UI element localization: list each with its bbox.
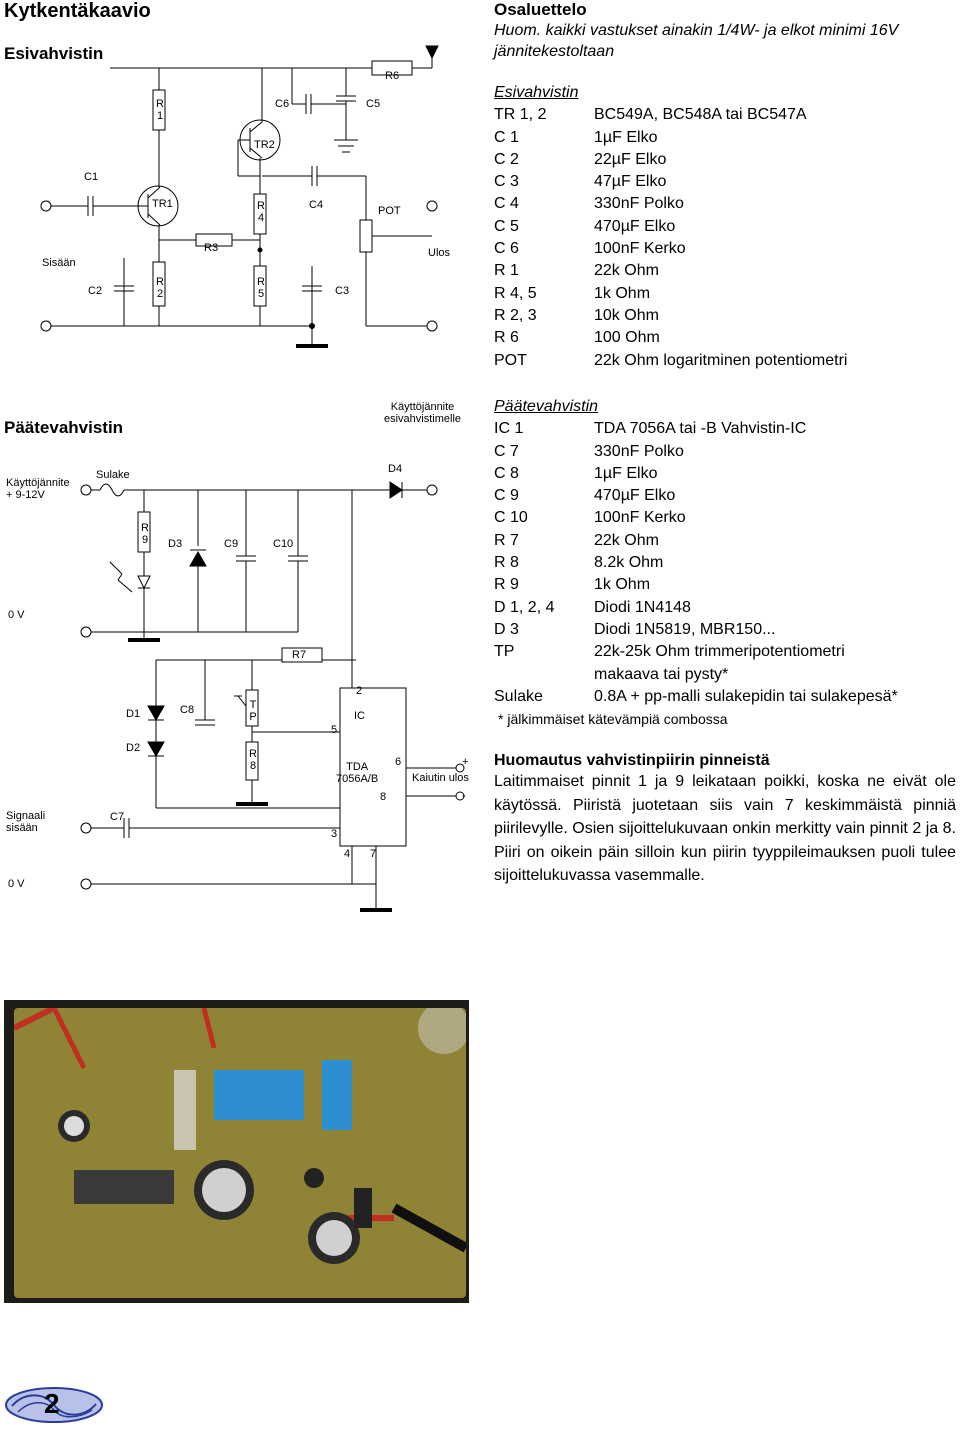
c4-label: C4	[309, 199, 324, 211]
speaker-minus-label: -	[462, 790, 466, 802]
preamp-output-label: Ulos	[428, 247, 451, 259]
pin-note: Huomautus vahvistinpiirin pinneistä Lait…	[494, 752, 956, 888]
pin4-label: 4	[344, 848, 351, 860]
signal-in-label: Signaali sisään	[6, 810, 46, 834]
parts-list-title: Osaluettelo	[494, 0, 587, 19]
ic-part-label: TDA 7056A/B	[336, 761, 379, 785]
pcb-board	[12, 1002, 469, 1298]
c1-label: C1	[84, 171, 99, 183]
page-number-badge: 2	[4, 1386, 104, 1424]
pin3-label: 3	[331, 828, 338, 840]
poweramp-schematic	[80, 481, 465, 912]
parts-list-note: Huom. kaikki vastukset ainakin 1/4W- ja …	[494, 22, 899, 60]
r6-label: R6	[385, 70, 400, 82]
supply-label: Käyttöjännite + 9-12V	[6, 477, 70, 501]
tr1-label: TR1	[152, 198, 173, 210]
c8-label: C8	[180, 704, 195, 716]
speaker-label: Kaiutin ulos	[412, 772, 469, 784]
pin6-label: 6	[395, 756, 402, 768]
pin-note-text: Laitimmaiset pinnit 1 ja 9 leikataan poi…	[494, 773, 956, 884]
speaker-plus-label: +	[462, 756, 469, 768]
r7-label: R7	[292, 649, 307, 661]
d1-label: D1	[126, 708, 141, 720]
poweramp-section-title: Päätevahvistin	[4, 418, 124, 437]
c7-label: C7	[110, 811, 125, 823]
page-title: Kytkentäkaavio	[4, 0, 151, 22]
preamp-supply-label: Käyttöjännite esivahvistimelle	[384, 401, 462, 425]
zero-v-bottom-label: 0 V	[8, 878, 25, 890]
d3-label: D3	[168, 538, 183, 550]
r2-label: R 2	[156, 276, 164, 300]
ic-label: IC	[354, 710, 365, 722]
c6-label: C6	[275, 98, 290, 110]
zero-v-top-label: 0 V	[8, 609, 25, 621]
parts-footnote: * jälkimmäiset kätevämpiä combossa	[498, 711, 728, 728]
r4-label: R 4	[257, 200, 265, 224]
pin5-label: 5	[331, 724, 338, 736]
c5-label: C5	[366, 98, 381, 110]
pin8-label: 8	[380, 791, 387, 803]
r8-label: R 8	[249, 748, 257, 772]
c3-label: C3	[335, 285, 350, 297]
parts-list: Osaluettelo Huom. kaikki vastukset ainak…	[494, 0, 956, 62]
page-number: 2	[44, 1388, 60, 1419]
page-badge-swirl-icon	[5, 1387, 103, 1423]
d4-label: D4	[388, 463, 403, 475]
list-item: makaava tai pysty*	[594, 665, 729, 683]
preamp-schematic	[40, 45, 439, 348]
r5-label: R 5	[257, 276, 265, 300]
poweramp-parts-heading: Päätevahvistin	[494, 398, 599, 415]
r3-label: R3	[204, 242, 219, 254]
pcb-components	[12, 1002, 469, 1264]
c2-label: C2	[88, 285, 103, 297]
tp-label: T P	[249, 699, 257, 723]
c10-label: C10	[273, 538, 294, 550]
r1-label: R 1	[156, 98, 164, 122]
preamp-section-title: Esivahvistin	[4, 44, 104, 63]
preamp-input-label: Sisään	[42, 257, 76, 269]
r9-label: R 9	[141, 522, 149, 546]
c9-label: C9	[224, 538, 239, 550]
fuse-label: Sulake	[96, 469, 130, 481]
pin-note-title: Huomautus vahvistinpiirin pinneistä	[494, 752, 770, 769]
pcb-photo	[4, 1000, 469, 1303]
tr2-label: TR2	[254, 139, 275, 151]
pin2-label: 2	[356, 685, 363, 697]
preamp-parts-heading: Esivahvistin	[494, 84, 579, 101]
pot-label: POT	[378, 205, 401, 217]
d2-label: D2	[126, 742, 141, 754]
pin7-label: 7	[370, 848, 377, 860]
